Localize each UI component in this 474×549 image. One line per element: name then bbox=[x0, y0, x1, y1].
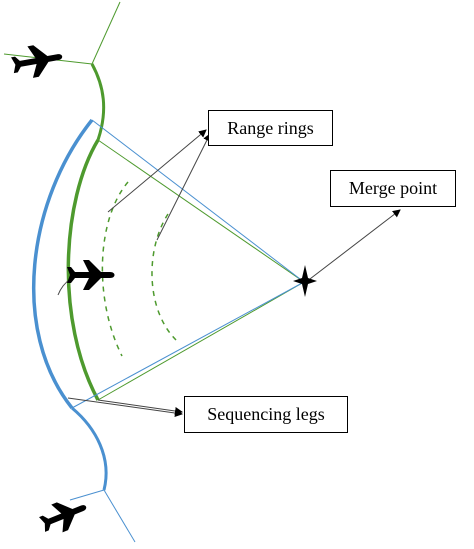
merge-point-arrow bbox=[305, 209, 401, 283]
range-rings-arrow-2 bbox=[156, 133, 211, 241]
sequencing-legs-label-box: Sequencing legs bbox=[184, 396, 348, 433]
blue-exit-transition bbox=[71, 406, 108, 491]
blue-direct-to-line-bottom bbox=[71, 281, 305, 409]
green-direct-to-line-bottom bbox=[97, 281, 305, 401]
sequencing-legs-label: Sequencing legs bbox=[207, 404, 325, 424]
range-ring-inner bbox=[151, 213, 177, 341]
blue-sequencing-leg bbox=[31, 118, 94, 410]
merge-point-label-box: Merge point bbox=[330, 170, 456, 207]
green-sequencing-leg bbox=[66, 139, 100, 401]
blue-entry-route-line bbox=[103, 489, 136, 543]
range-rings-label-box: Range rings bbox=[208, 110, 333, 146]
merge-point-label: Merge point bbox=[348, 178, 438, 198]
blue-direct-to-line-top bbox=[91, 119, 305, 283]
airplane-icon bbox=[67, 260, 115, 290]
range-ring-outer bbox=[101, 181, 129, 357]
sequencing-legs-arrow-2 bbox=[97, 399, 183, 415]
blue-entry-route-line-left bbox=[69, 489, 105, 501]
green-entry-transition bbox=[90, 63, 106, 141]
sequencing-legs-arrow-1 bbox=[67, 397, 183, 417]
airplane-icon bbox=[11, 45, 63, 78]
merge-point-star-icon bbox=[293, 265, 317, 297]
range-rings-label: Range rings bbox=[227, 117, 314, 138]
range-rings-arrow-1 bbox=[107, 129, 207, 213]
airplane-icon bbox=[39, 502, 87, 533]
green-direct-to-line-top bbox=[97, 139, 305, 283]
green-entry-route-line bbox=[91, 1, 121, 65]
